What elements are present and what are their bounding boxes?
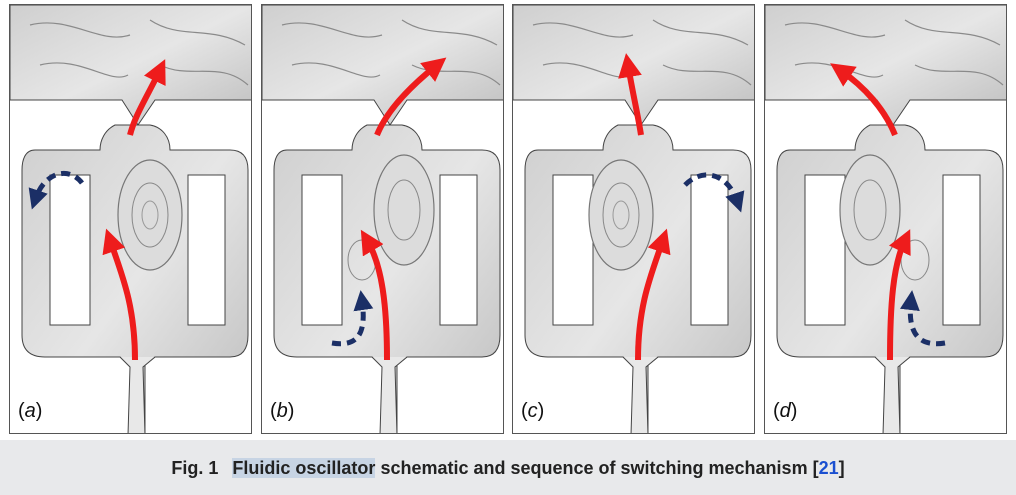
figure-caption: Fig. 1 Fluidic oscillator schematic and s… — [0, 458, 1016, 479]
feedback-arrow — [899, 290, 946, 347]
panel-label-a: (a) — [18, 400, 43, 422]
jet-arrow-upper — [618, 53, 644, 136]
panel-b: (b) — [261, 4, 504, 434]
right-island — [942, 174, 981, 326]
outlet-chamber — [765, 5, 1006, 126]
left-island — [804, 174, 846, 326]
panel-a-drawing — [10, 5, 251, 433]
right-island — [439, 174, 478, 326]
feedback-arrow — [683, 172, 745, 213]
vortex — [373, 154, 435, 266]
left-island — [552, 174, 594, 326]
vortex — [839, 154, 901, 266]
left-island — [301, 174, 343, 326]
panel-d-drawing — [765, 5, 1006, 433]
panel-b-drawing — [262, 5, 503, 433]
jet-arrow-lower — [360, 229, 390, 361]
vortex — [588, 159, 654, 271]
left-island — [49, 174, 91, 326]
panel-label-b: (b) — [270, 400, 295, 422]
caption-text: schematic and sequence of switching mech… — [375, 458, 819, 478]
outlet-chamber — [10, 5, 251, 126]
figure-number: Fig. 1 — [171, 458, 219, 478]
jet-arrow-upper — [127, 59, 166, 136]
feedback-arrow — [28, 171, 84, 210]
reference-link[interactable]: 21 — [818, 458, 839, 478]
panel-label-c: (c) — [521, 400, 545, 422]
jet-arrow-upper — [830, 63, 898, 137]
jet-arrow-lower — [102, 228, 138, 361]
jet-arrow-upper — [374, 57, 447, 137]
panel-d: (d) — [764, 4, 1007, 434]
caption-closing: ] — [838, 458, 845, 478]
outlet-chamber — [262, 5, 503, 126]
jet-arrow-lower — [635, 228, 671, 361]
feedback-arrow — [331, 290, 374, 347]
jet-arrow-lower — [887, 229, 911, 361]
panel-c: (c) — [512, 4, 755, 434]
panel-label-d: (d) — [773, 400, 798, 422]
vortex — [117, 159, 183, 271]
panel-c-drawing — [513, 5, 754, 433]
right-island — [187, 174, 226, 326]
caption-background — [0, 440, 1016, 495]
right-island — [690, 174, 729, 326]
caption-highlight: Fluidic oscillator — [232, 458, 376, 478]
panel-a: (a) — [9, 4, 252, 434]
